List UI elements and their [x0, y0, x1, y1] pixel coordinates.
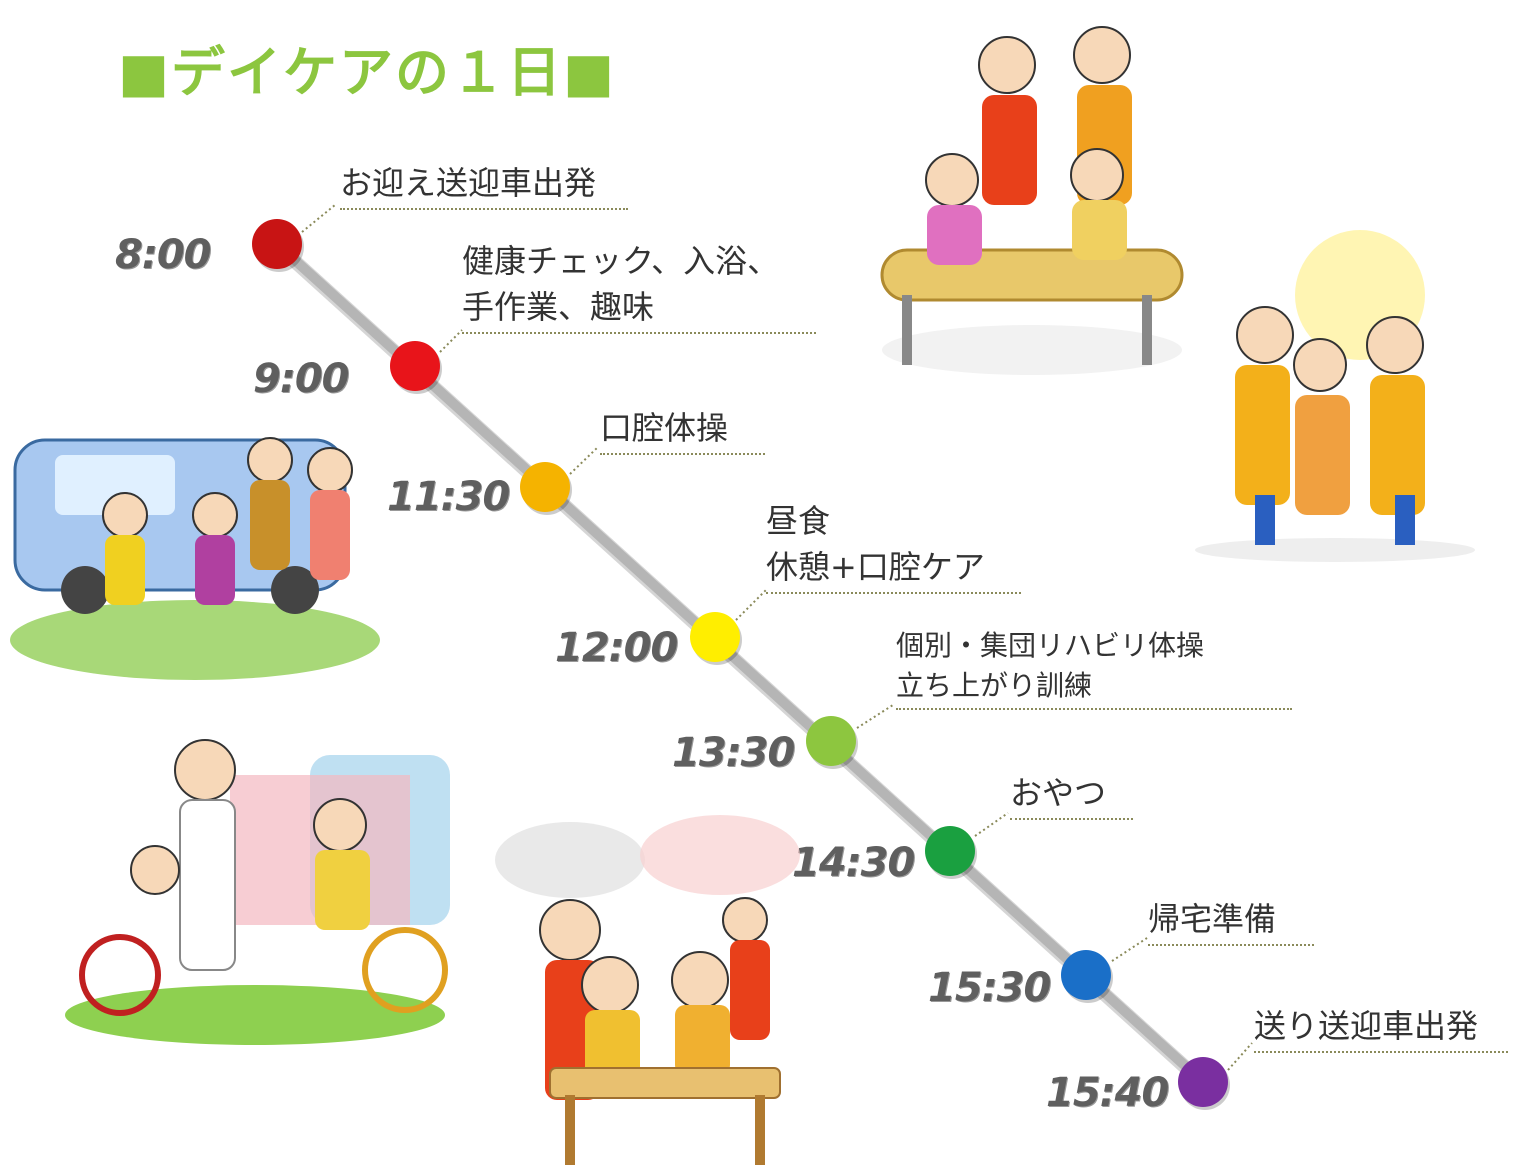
timeline-dot — [390, 341, 440, 391]
time-label: 13:30 — [672, 730, 795, 776]
crafts-illustration — [880, 26, 1184, 375]
time-label: 12:00 — [555, 625, 678, 671]
time-label: 15:40 — [1046, 1070, 1169, 1116]
event-label: 健康チェック、入浴、 手作業、趣味 — [462, 238, 816, 334]
wheelchair-illustration — [65, 739, 450, 1045]
page-title: ■デイケアの１日■ — [118, 41, 617, 104]
time-label: 9:00 — [253, 356, 349, 402]
event-label: お迎え送迎車出発 — [340, 160, 628, 210]
event-label: 口腔体操 — [600, 405, 765, 455]
event-label: おやつ — [1010, 770, 1133, 820]
rehab-illustration — [1195, 230, 1475, 562]
timeline-dot — [1178, 1057, 1228, 1107]
timeline-dot — [520, 462, 570, 512]
timeline-dot — [252, 219, 302, 269]
timeline-dot — [1061, 950, 1111, 1000]
pickup-illustration — [10, 437, 380, 680]
time-label: 14:30 — [792, 840, 915, 886]
timeline-dot — [925, 826, 975, 876]
time-label: 15:30 — [928, 965, 1051, 1011]
event-label: 送り送迎車出発 — [1254, 1003, 1508, 1053]
timeline-dot — [690, 612, 740, 662]
event-label: 昼食 休憩+口腔ケア — [766, 498, 1021, 594]
event-label: 帰宅準備 — [1148, 896, 1314, 946]
event-label: 個別・集団リハビリ体操 立ち上がり訓練 — [896, 626, 1292, 710]
time-label: 8:00 — [115, 232, 211, 278]
timeline-dot — [806, 716, 856, 766]
time-label: 11:30 — [387, 474, 510, 520]
meal-illustration — [495, 815, 800, 1165]
